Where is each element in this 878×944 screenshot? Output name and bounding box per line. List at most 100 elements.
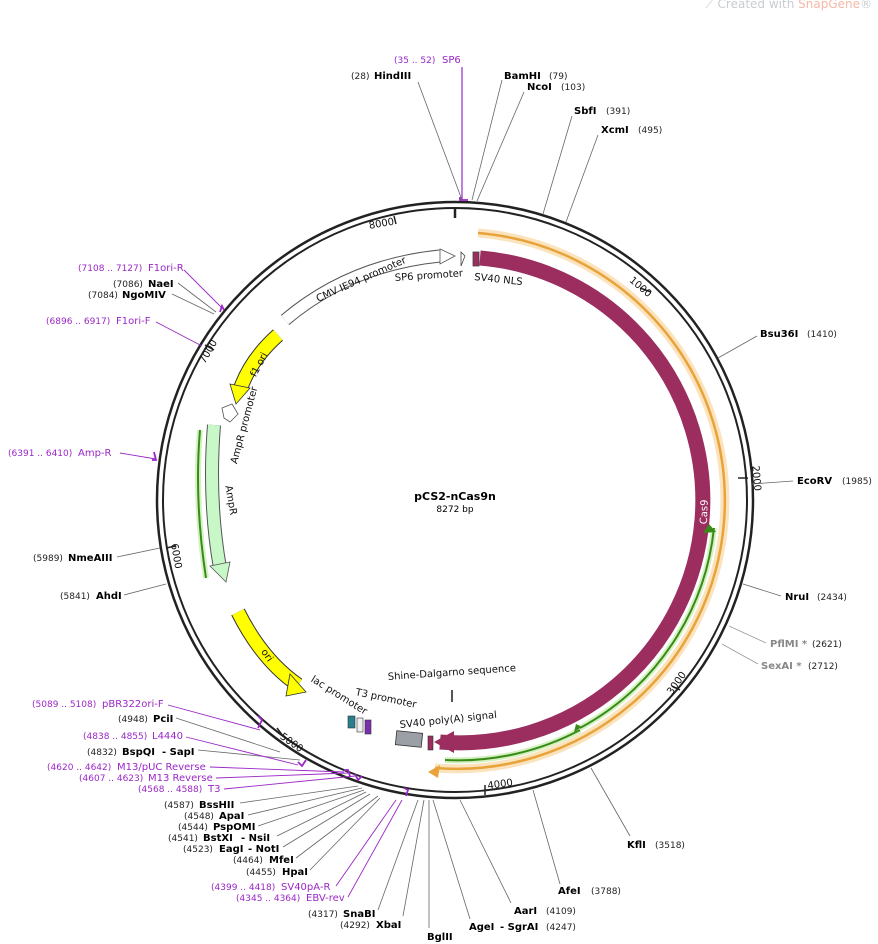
enzyme-sbfi[interactable]: SbfI (391): [542, 106, 630, 215]
primer-m13-puc-reverse[interactable]: (4620 .. 4642) M13/pUC Reverse: [47, 762, 351, 777]
enzyme-apai-leader: [247, 787, 363, 816]
enzyme-bsshii-leader: [239, 785, 359, 804]
enzyme-apai[interactable]: (4548) ApaI: [184, 787, 363, 822]
sv40-nls-label: SV40 NLS: [474, 272, 523, 288]
enzyme-mfei[interactable]: (4464) MfeI: [233, 795, 379, 866]
enzyme-sexai-name: SexAI *: [761, 661, 802, 672]
enzyme-xcmi[interactable]: XcmI (495): [565, 125, 662, 223]
primer-m13-reverse[interactable]: (4607 .. 4623) M13 Reverse: [79, 772, 349, 784]
enzyme-sgrai-name: - SgrAI: [500, 922, 538, 933]
enzyme-ngomiv-name: NgoMIV: [122, 290, 166, 301]
tick-label-3000: 3000: [665, 670, 689, 697]
enzyme-sexai-leader: [721, 643, 759, 665]
enzyme-snabi[interactable]: (4317) SnaBI: [308, 799, 419, 920]
primer-sv40pa-r-leader: [335, 799, 397, 887]
primer-sv40pa-r[interactable]: (4399 .. 4418) SV40pA-R: [211, 787, 410, 893]
primer-f1ori-f-name: F1ori-F: [116, 316, 151, 327]
orf-green-arrowhead-1: [703, 524, 716, 533]
enzyme-pcii-leader: [175, 717, 281, 753]
enzyme-pflmi-leader: [728, 625, 767, 644]
primer-sv40pa-r-name: SV40pA-R: [281, 882, 330, 893]
enzyme-ahdi-name: AhdI: [96, 591, 122, 602]
enzyme-xcmi-pos: (495): [638, 126, 662, 136]
tick-mark-1000: [639, 287, 652, 293]
enzyme-pflmi[interactable]: PflMI * (2621): [728, 625, 842, 650]
enzyme-aari-name: AarI: [514, 906, 537, 917]
enzyme-afei[interactable]: AfeI (3788): [532, 789, 621, 897]
enzyme-ahdi[interactable]: (5841) AhdI: [60, 583, 167, 602]
enzyme-xbai-leader: [402, 799, 425, 917]
primer-amp-r[interactable]: (6391 .. 6410) Amp-R: [8, 448, 158, 461]
enzyme-bglii[interactable]: BglII: [427, 800, 453, 943]
enzyme-ngomiv[interactable]: (7084) NgoMIV: [88, 290, 215, 315]
enzyme-nrui[interactable]: NruI (2434): [742, 583, 847, 603]
enzyme-hpai[interactable]: (4455) HpaI: [246, 797, 381, 878]
primer-sp6-range: (35 .. 52): [394, 56, 435, 66]
primer-t3[interactable]: (4568 .. 4588) T3: [138, 773, 363, 795]
primer-amp-r-leader: [119, 452, 157, 460]
primer-m13-puc-reverse-range: (4620 .. 4642): [47, 763, 111, 773]
primer-t3-name: T3: [207, 784, 220, 795]
enzyme-hindiii[interactable]: (28) HindIII: [351, 71, 463, 201]
enzyme-naei[interactable]: (7086) NaeI: [113, 279, 217, 313]
enzyme-ecorv[interactable]: EcoRV (1985): [751, 476, 872, 487]
primer-f1ori-r-mark: [219, 303, 225, 313]
plasmid-name: pCS2-nCas9n: [414, 490, 496, 503]
primer-ebv-rev-range: (4345 .. 4364): [236, 894, 300, 904]
sp6-promoter-label: SP6 promoter: [394, 268, 464, 284]
primer-sp6[interactable]: (35 .. 52) SP6: [394, 55, 468, 201]
enzyme-bamhi-leader: [471, 79, 503, 201]
enzyme-agei[interactable]: AgeI - SgrAI (4247): [432, 799, 576, 933]
tick-label-2000: 2000: [749, 465, 762, 491]
primer-m13-reverse-range: (4607 .. 4623): [79, 774, 143, 784]
primer-f1ori-f[interactable]: (6896 .. 6917) F1ori-F: [46, 316, 203, 347]
enzyme-hpai-leader: [309, 797, 381, 871]
snapgene-logo-icon: ⟋: [705, 0, 718, 11]
t3-promoter-feature: [356, 717, 364, 733]
tick-label-4000: 4000: [487, 778, 514, 792]
enzyme-hpai-pos: (4455): [246, 868, 276, 878]
enzyme-kfli-pos: (3518): [655, 841, 685, 851]
primer-m13-puc-reverse-name: M13/pUC Reverse: [117, 762, 206, 773]
primer-pbr322ori-f-name: pBR322ori-F: [102, 699, 164, 710]
enzyme-aari[interactable]: AarI (4109): [459, 799, 576, 917]
primer-ebv-rev-leader: [347, 799, 403, 898]
enzyme-sexai[interactable]: SexAI * (2712): [721, 643, 838, 672]
enzyme-xbai-pos: (4292): [340, 921, 370, 931]
enzyme-bsu36i[interactable]: Bsu36I (1410): [717, 329, 837, 359]
orf-green-line-1: [579, 527, 715, 729]
ampr-fill: [206, 424, 226, 570]
enzyme-pcii-pos: (4948): [118, 715, 148, 725]
enzyme-ncoi[interactable]: NcoI (103): [476, 82, 585, 202]
orf-green-arrowhead-2: [574, 724, 582, 732]
enzyme-aari-pos: (4109): [546, 907, 576, 917]
primer-l4440[interactable]: (4838 .. 4855) L4440: [83, 731, 307, 768]
enzyme-xbai[interactable]: (4292) XbaI: [340, 799, 425, 931]
enzyme-hpai-name: HpaI: [282, 867, 308, 878]
enzyme-bspqi-sapi[interactable]: (4832) BspQI - SapI: [87, 747, 301, 761]
enzyme-nmeaiii[interactable]: (5989) NmeAIII: [33, 547, 161, 564]
orf-green-line-2: [444, 729, 581, 762]
enzyme-pcii[interactable]: (4948) PciI: [118, 714, 281, 753]
enzyme-afei-name: AfeI: [558, 886, 581, 897]
enzyme-bamhi[interactable]: BamHI (79): [471, 71, 567, 201]
primer-pbr322ori-f[interactable]: (5089 .. 5108) pBR322ori-F: [32, 699, 264, 731]
enzyme-pspomi[interactable]: (4544) PspOMI: [178, 789, 365, 833]
enzyme-eagi-pos: (4523): [183, 845, 213, 855]
enzyme-kfli-name: KflI: [627, 840, 646, 851]
cas9-label: Cas9: [699, 499, 711, 524]
enzyme-bsshii[interactable]: (4587) BssHII: [164, 785, 359, 811]
enzyme-eagi-noti[interactable]: (4523) EagI - NotI: [183, 793, 371, 855]
enzyme-kfli[interactable]: KflI (3518): [590, 767, 685, 851]
primer-ebv-rev-name: EBV-rev: [306, 893, 345, 904]
primer-ebv-rev[interactable]: (4345 .. 4364) EBV-rev: [236, 799, 403, 904]
primer-f1ori-r[interactable]: (7108 .. 7127) F1ori-R: [78, 263, 225, 313]
enzyme-nmeaiii-name: NmeAIII: [68, 553, 112, 564]
ori-arrowhead: [285, 673, 307, 697]
ampr-arrowhead: [209, 561, 231, 583]
primer-sv40pa-r-range: (4399 .. 4418): [211, 883, 275, 893]
enzyme-mfei-name: MfeI: [269, 855, 294, 866]
enzyme-noti-name: - NotI: [248, 844, 279, 855]
enzyme-bstxi-nsii[interactable]: (4541) BstXI - NsiI: [168, 791, 367, 844]
enzyme-naei-name: NaeI: [148, 279, 174, 290]
